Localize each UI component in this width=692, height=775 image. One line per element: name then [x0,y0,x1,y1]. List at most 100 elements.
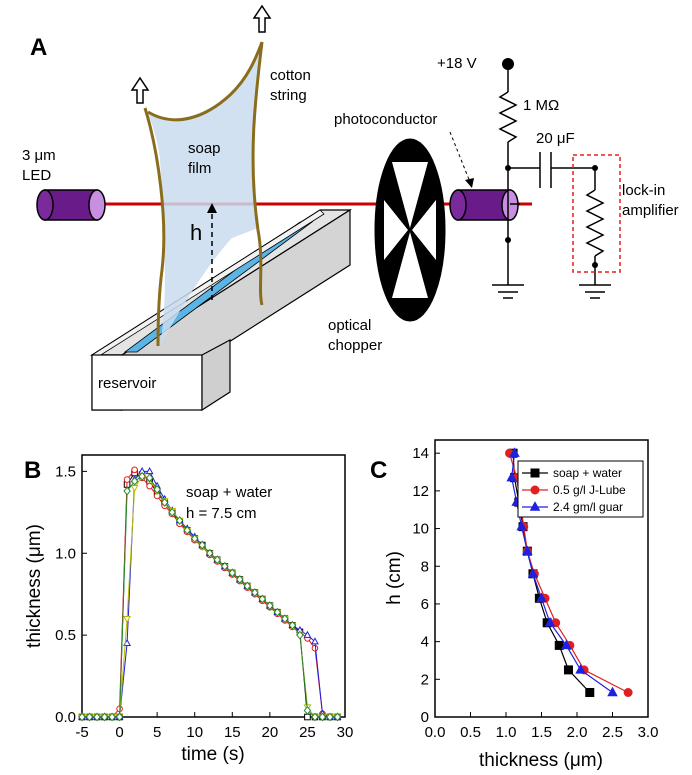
capacitor-label: 20 μF [536,130,575,147]
chart-b-x-tick-label: 20 [262,724,279,741]
chart-b-data-point [93,712,101,722]
chart-c-data-point [563,665,573,675]
chart-b-x-tick-label: 10 [186,724,203,741]
chart-c-data-point [509,447,520,457]
chart-b-data-point [115,712,124,722]
chart-c-data-point [522,545,533,555]
chart-b-data-point [311,637,319,645]
chart-c-legend-label: 2.4 gm/l guar [553,500,623,514]
chart-c-x-axis-title: thickness (μm) [479,750,603,771]
chart-c-x-tick-label: 2.5 [602,724,623,741]
chart-b-data-point [146,482,153,490]
chart-c-data-point [527,567,539,578]
chart-b-x-axis-title: time (s) [181,744,244,765]
chart-c-x-tick-label: 0.5 [460,724,481,741]
resistor-label: 1 MΩ [523,97,559,114]
chart-b-data-point [288,620,297,630]
chart-c-legend-marker [530,485,540,495]
optical-chopper [374,138,446,322]
chart-b-data-point [266,601,274,611]
led-source [36,189,106,221]
cotton-string-label-line1: cotton [270,67,311,84]
chart-c-legend: soap + water 0.5 g/l J-Lube 2.4 gm/l guar [517,460,644,518]
pull-arrow-right-icon [252,4,272,33]
circuit-node-1 [505,165,511,171]
chart-c-data-point [516,520,527,531]
chart-b-data-point [206,548,214,558]
chart-b-data-point [258,594,267,604]
chart-c-y-tick-label: 14 [412,445,429,462]
chart-b-x-tick-label: 25 [299,724,316,741]
soap-film-label-line1: soap [188,140,221,157]
chart-b-series [78,466,342,722]
led-label-line2: LED [22,167,51,184]
chart-b-y-tick-label: 0.0 [55,709,76,726]
chart-c-legend-label: 0.5 g/l J-Lube [553,483,626,497]
chopper-label-line1: optical [328,317,371,334]
chart-c-legend-label: soap + water [553,466,622,480]
chart-b-data-point [311,712,319,722]
photoconductor [449,189,519,221]
chart-c-data-point [607,686,618,697]
chart-c-y-axis-title: h (cm) [384,551,405,605]
chart-c-y-tick-label: 12 [412,483,429,500]
chart-c-y-tick-label: 2 [421,671,429,688]
chart-b-data-point [85,712,94,722]
soap-film-label-line2: film [188,160,211,177]
chart-b-data-point [123,476,131,483]
chart-b-data-point [213,555,221,565]
chart-b-data-point [108,712,116,722]
chart-b-data-point [145,473,154,483]
circuit [492,64,611,299]
chart-c-data-point [506,471,517,482]
cotton-string-left [143,107,166,347]
chart-c-y-tick-label: 0 [421,709,429,726]
chart-b-data-point [145,466,154,475]
chart-b-data-point [281,614,289,624]
panel-b-label: B [24,457,41,484]
chart-b-data-point [123,616,132,624]
chart-b-x-tick-label: -5 [75,724,88,741]
chart-b-frame [81,454,346,718]
height-arrow-icon [207,203,217,213]
chopper-label-line2: chopper [328,337,382,354]
lockin-box [572,154,621,273]
soap-film [148,42,262,346]
reservoir-label: reservoir [98,375,156,392]
chart-c-y-tick-label: 10 [412,521,429,538]
chart-b-data-point [160,498,169,507]
chart-b-data-point [296,630,304,640]
chart-b-data-point [221,561,229,571]
chart-b-data-point [153,484,161,494]
chart-b-data-point [168,507,176,517]
chart-c-legend-marker [530,468,540,478]
chart-c-x-tick-label: 1.0 [496,724,517,741]
chart-b-data-point [198,540,206,550]
chart-c-data-point [561,639,572,650]
chart-c-y-tick-label: 4 [421,634,429,651]
chart-c-data-point [575,664,586,674]
chart-b-data-point [243,581,252,591]
chart-b-data-point [190,534,199,543]
chart-b-data-point [303,630,312,638]
lockin-label-line2: amplifier [622,202,679,219]
supply-terminal [502,58,514,70]
height-label: h [190,220,202,245]
panel-a-label: A [30,34,47,61]
chart-b-data-point [78,712,86,722]
led-label-line1: 3 μm [22,147,56,164]
chart-c-x-tick-label: 2.0 [567,724,588,741]
chart-b-data-point [236,575,244,584]
chart-c-y-tick-label: 8 [421,558,429,575]
cotton-string-label-line2: string [270,87,307,104]
chart-b-data-point [304,713,311,721]
chart-b-y-axis-title: thickness (μm) [24,524,45,648]
panel-a: A 3 μm LED reservoir [22,4,679,412]
chart-b-x-tick-label: 15 [224,724,241,741]
chart-b-data-point [183,525,191,535]
pull-arrow-left-icon [130,76,150,104]
chart-b-data-point [123,486,131,496]
